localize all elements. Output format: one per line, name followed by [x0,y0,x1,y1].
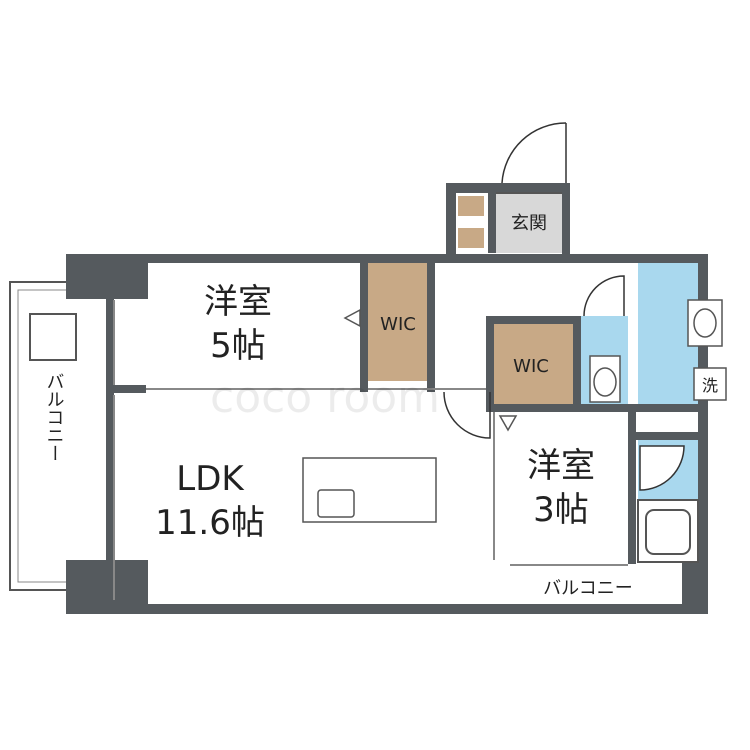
balcony-left-label: バルコニー [44,372,65,462]
western1-name: 洋室 [204,282,272,322]
wic1-area [368,263,427,381]
wic2-label: WIC [513,356,549,377]
watermark: coco room [210,372,440,423]
sink-icon [317,489,355,518]
kitchen-island [302,457,437,523]
outdoor-unit-icon [29,313,77,361]
toilet-door-icon [583,275,625,317]
western2-name: 洋室 [527,446,595,486]
ldk-size: 11.6帖 [155,503,265,543]
ldk-name: LDK [176,459,245,499]
entrance-area [456,192,562,253]
entrance-label: 玄関 [511,213,547,234]
ldk-door-icon [443,391,491,439]
laundry-label: 洗 [702,376,718,395]
wic1-label: WIC [380,314,416,335]
bathtub-icon [637,499,699,563]
wic2-area [494,324,573,404]
toilet-icon [589,355,621,403]
wic1-arrow-icon [343,308,361,328]
western2-size: 3帖 [533,490,589,530]
balcony-bottom-label: バルコニー [543,578,633,599]
sliding-partitions [113,300,628,600]
washbasin-icon [687,299,723,347]
laundry-box [693,367,727,401]
wic2-arrow-icon [498,415,518,432]
walls [66,183,708,614]
western1-size: 5帖 [210,326,266,366]
entrance-door-icon [501,122,567,184]
bath-door-icon [639,445,685,491]
